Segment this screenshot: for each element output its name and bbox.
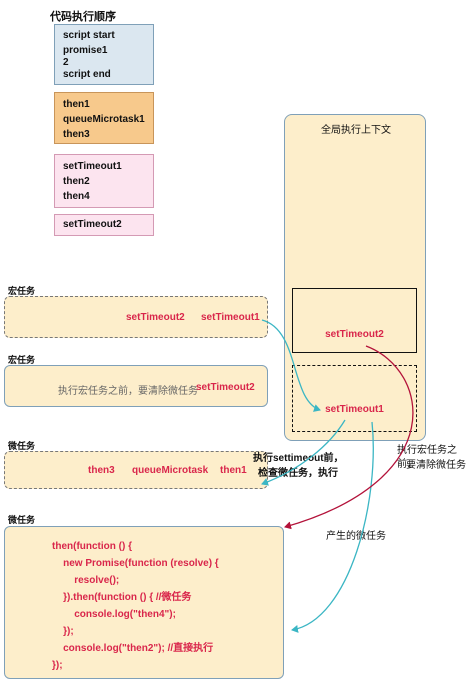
arrow-check-microtasks [261, 419, 346, 486]
order-sync-item: script start [63, 30, 115, 41]
annotation-before-exec-2: 检查微任务，执行 [258, 468, 338, 479]
current-task-frame [292, 365, 417, 432]
order-macro-item: then4 [63, 191, 90, 202]
code-line: console.log("then4"); [52, 609, 176, 620]
macro-queue-1-title: 宏任务 [8, 286, 36, 296]
annotation-produce: 产生的微任务 [326, 531, 386, 542]
sync-order-box: script start promise1 2 script end [54, 24, 154, 85]
current-item-settimeout1: setTimeout1 [325, 404, 384, 415]
code-line: resolve(); [52, 575, 120, 586]
macro-queue-item: setTimeout2 [196, 382, 255, 393]
code-line: console.log("then2"); //直接执行 [52, 643, 214, 654]
context-title: 全局执行上下文 [321, 125, 391, 136]
stack-item-settimeout2: setTimeout2 [325, 329, 384, 340]
arrow-produced-microtask [291, 421, 374, 633]
macro1-order-box: setTimeout1 then2 then4 [54, 154, 154, 208]
call-stack-frame [292, 288, 417, 353]
arrow-dequeue-settimeout1 [261, 319, 321, 412]
global-execution-context: 全局执行上下文 [284, 114, 426, 441]
arrow-clear-microtasks [284, 345, 414, 530]
code-line: }).then(function () { //微任务 [52, 592, 192, 603]
macro-queue-item: setTimeout2 [126, 312, 185, 323]
annotation-clear-2: 要清除微任务 [406, 460, 466, 471]
code-line: new Promise(function (resolve) { [52, 558, 219, 569]
annotation-before-exec-1: 执行settimeout前， [253, 453, 344, 464]
order-macro-item: setTimeout1 [63, 161, 122, 172]
macro-queue-item: setTimeout1 [201, 312, 260, 323]
order-micro-item: then3 [63, 129, 90, 140]
micro-queue-item: then3 [88, 465, 115, 476]
micro-code-panel [4, 526, 284, 679]
order-micro-item: queueMicrotask1 [63, 114, 145, 125]
micro-queue-title: 微任务 [8, 441, 36, 451]
order-sync-item: promise1 [63, 45, 108, 56]
macro2-order-box: setTimeout2 [54, 214, 154, 236]
macro-queue-2 [4, 365, 268, 407]
macro-queue-2-title: 宏任务 [8, 355, 36, 365]
micro-order-box: then1 queueMicrotask1 then3 [54, 92, 154, 144]
micro-queue-item: then1 [220, 465, 247, 476]
code-line: then(function () { [52, 541, 132, 552]
macro-queue-1 [4, 296, 268, 338]
order-micro-item: then1 [63, 99, 90, 110]
order-macro-item: setTimeout2 [63, 219, 122, 230]
order-title: 代码执行顺序 [50, 11, 116, 23]
order-sync-item: 2 [63, 57, 69, 68]
code-line: }); [52, 660, 63, 671]
micro-queue-item: queueMicrotask [132, 465, 209, 476]
macro-queue-2-note: 执行宏任务之前，要清除微任务 [58, 386, 198, 397]
annotation-clear-1: 执行宏任务之前， [397, 445, 457, 470]
order-macro-item: then2 [63, 176, 90, 187]
code-line: }); [52, 626, 74, 637]
order-sync-item: script end [63, 69, 111, 80]
micro-queue [4, 451, 268, 489]
micro-code-title: 微任务 [8, 515, 36, 525]
